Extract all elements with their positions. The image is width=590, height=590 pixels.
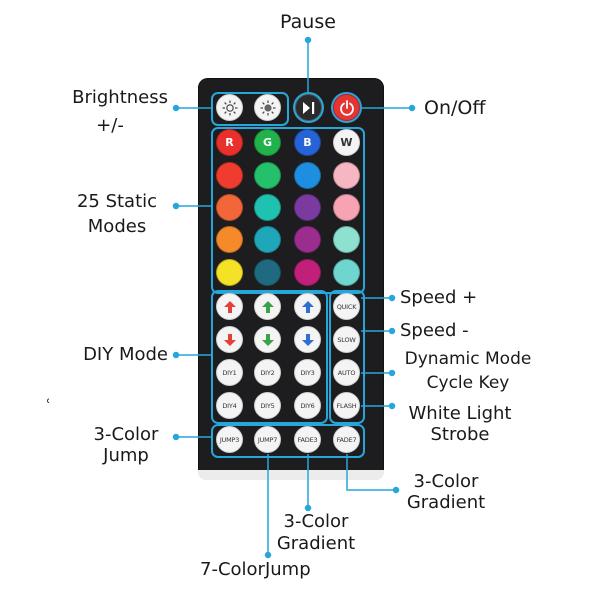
three-color-jump-label-line1: 3-Color — [93, 424, 159, 445]
green-up-button[interactable] — [254, 293, 281, 320]
flash-button[interactable]: FLASH — [333, 392, 360, 419]
brightness-up-button[interactable] — [216, 94, 243, 121]
static-color-button[interactable] — [333, 162, 360, 189]
static-color-button[interactable] — [333, 194, 360, 221]
speed-up-label: Speed + — [400, 287, 478, 308]
brightness-down-button[interactable] — [254, 94, 281, 121]
right-gradient-label-line2: Gradient — [406, 492, 486, 513]
white-strobe-label-line2: Strobe — [430, 424, 490, 445]
diy2-button[interactable]: DIY2 — [254, 359, 281, 386]
right-gradient-label-line1: 3-Color — [413, 471, 479, 492]
blue-down-button[interactable] — [294, 326, 321, 353]
speed-down-label: Speed - — [400, 320, 469, 341]
blue-button[interactable]: B — [294, 129, 321, 156]
static-color-button[interactable] — [294, 194, 321, 221]
static-modes-group-outline — [211, 127, 365, 294]
red-button[interactable]: R — [216, 129, 243, 156]
seven-color-jump-label: 7-ColorJump — [200, 559, 311, 580]
bottom-gradient-label-line1: 3-Color — [283, 511, 349, 532]
diy6-button[interactable]: DIY6 — [294, 392, 321, 419]
static-color-button[interactable] — [294, 226, 321, 253]
white-button[interactable]: W — [333, 129, 360, 156]
static-color-button[interactable] — [333, 226, 360, 253]
static-color-button[interactable] — [254, 194, 281, 221]
arrow-up-icon — [261, 300, 274, 313]
red-down-button[interactable] — [216, 326, 243, 353]
power-button[interactable] — [333, 94, 360, 121]
diy1-button[interactable]: DIY1 — [216, 359, 243, 386]
green-down-button[interactable] — [254, 326, 281, 353]
quick-button[interactable]: QUICK — [333, 293, 360, 320]
bottom-gradient-label-line2: Gradient — [276, 533, 356, 554]
fade7-button[interactable]: FADE7 — [333, 426, 360, 453]
stray-mark: ʿ — [46, 396, 51, 415]
blue-up-button[interactable] — [294, 293, 321, 320]
brightness-plusminus-label: +/- — [96, 115, 124, 136]
static-modes-label-line1: 25 Static — [76, 191, 158, 212]
jump-fade-group-outline — [211, 424, 365, 458]
sun-bright-icon — [222, 100, 237, 115]
power-icon — [339, 99, 354, 116]
arrow-down-icon — [223, 333, 236, 346]
arrow-up-icon — [301, 300, 314, 313]
static-color-button[interactable] — [254, 259, 281, 286]
brightness-group-outline — [211, 92, 289, 126]
static-color-button[interactable] — [333, 259, 360, 286]
diy3-button[interactable]: DIY3 — [294, 359, 321, 386]
onoff-label: On/Off — [424, 97, 486, 119]
dynamic-mode-label-line1: Dynamic Mode — [404, 349, 532, 369]
static-color-button[interactable] — [216, 259, 243, 286]
sun-dim-icon — [260, 100, 275, 115]
diy-group-outline — [211, 290, 328, 424]
speed-mode-group-outline — [329, 290, 365, 424]
static-color-button[interactable] — [216, 162, 243, 189]
jump3-button[interactable]: JUMP3 — [216, 426, 243, 453]
white-strobe-label-line1: White Light — [408, 403, 512, 424]
static-color-button[interactable] — [216, 226, 243, 253]
play-pause-icon — [302, 101, 314, 114]
brightness-label: Brightness — [72, 87, 168, 108]
arrow-down-icon — [301, 333, 314, 346]
red-up-button[interactable] — [216, 293, 243, 320]
arrow-down-icon — [261, 333, 274, 346]
fade3-button[interactable]: FADE3 — [294, 426, 321, 453]
static-color-button[interactable] — [294, 259, 321, 286]
slow-button[interactable]: SLOW — [333, 326, 360, 353]
pause-button[interactable] — [295, 94, 322, 121]
static-modes-label-line2: Modes — [87, 216, 147, 237]
diy4-button[interactable]: DIY4 — [216, 392, 243, 419]
diy5-button[interactable]: DIY5 — [254, 392, 281, 419]
remote-control-base — [198, 470, 384, 480]
three-color-jump-label-line2: Jump — [103, 445, 149, 466]
static-color-button[interactable] — [254, 226, 281, 253]
auto-button[interactable]: AUTO — [333, 359, 360, 386]
green-button[interactable]: G — [254, 129, 281, 156]
jump7-button[interactable]: JUMP7 — [254, 426, 281, 453]
static-color-button[interactable] — [254, 162, 281, 189]
pause-label: Pause — [280, 11, 336, 33]
static-color-button[interactable] — [216, 194, 243, 221]
dynamic-mode-label-line2: Cycle Key — [426, 373, 510, 393]
arrow-up-icon — [223, 300, 236, 313]
diy-mode-label: DIY Mode — [83, 344, 168, 365]
static-color-button[interactable] — [294, 162, 321, 189]
